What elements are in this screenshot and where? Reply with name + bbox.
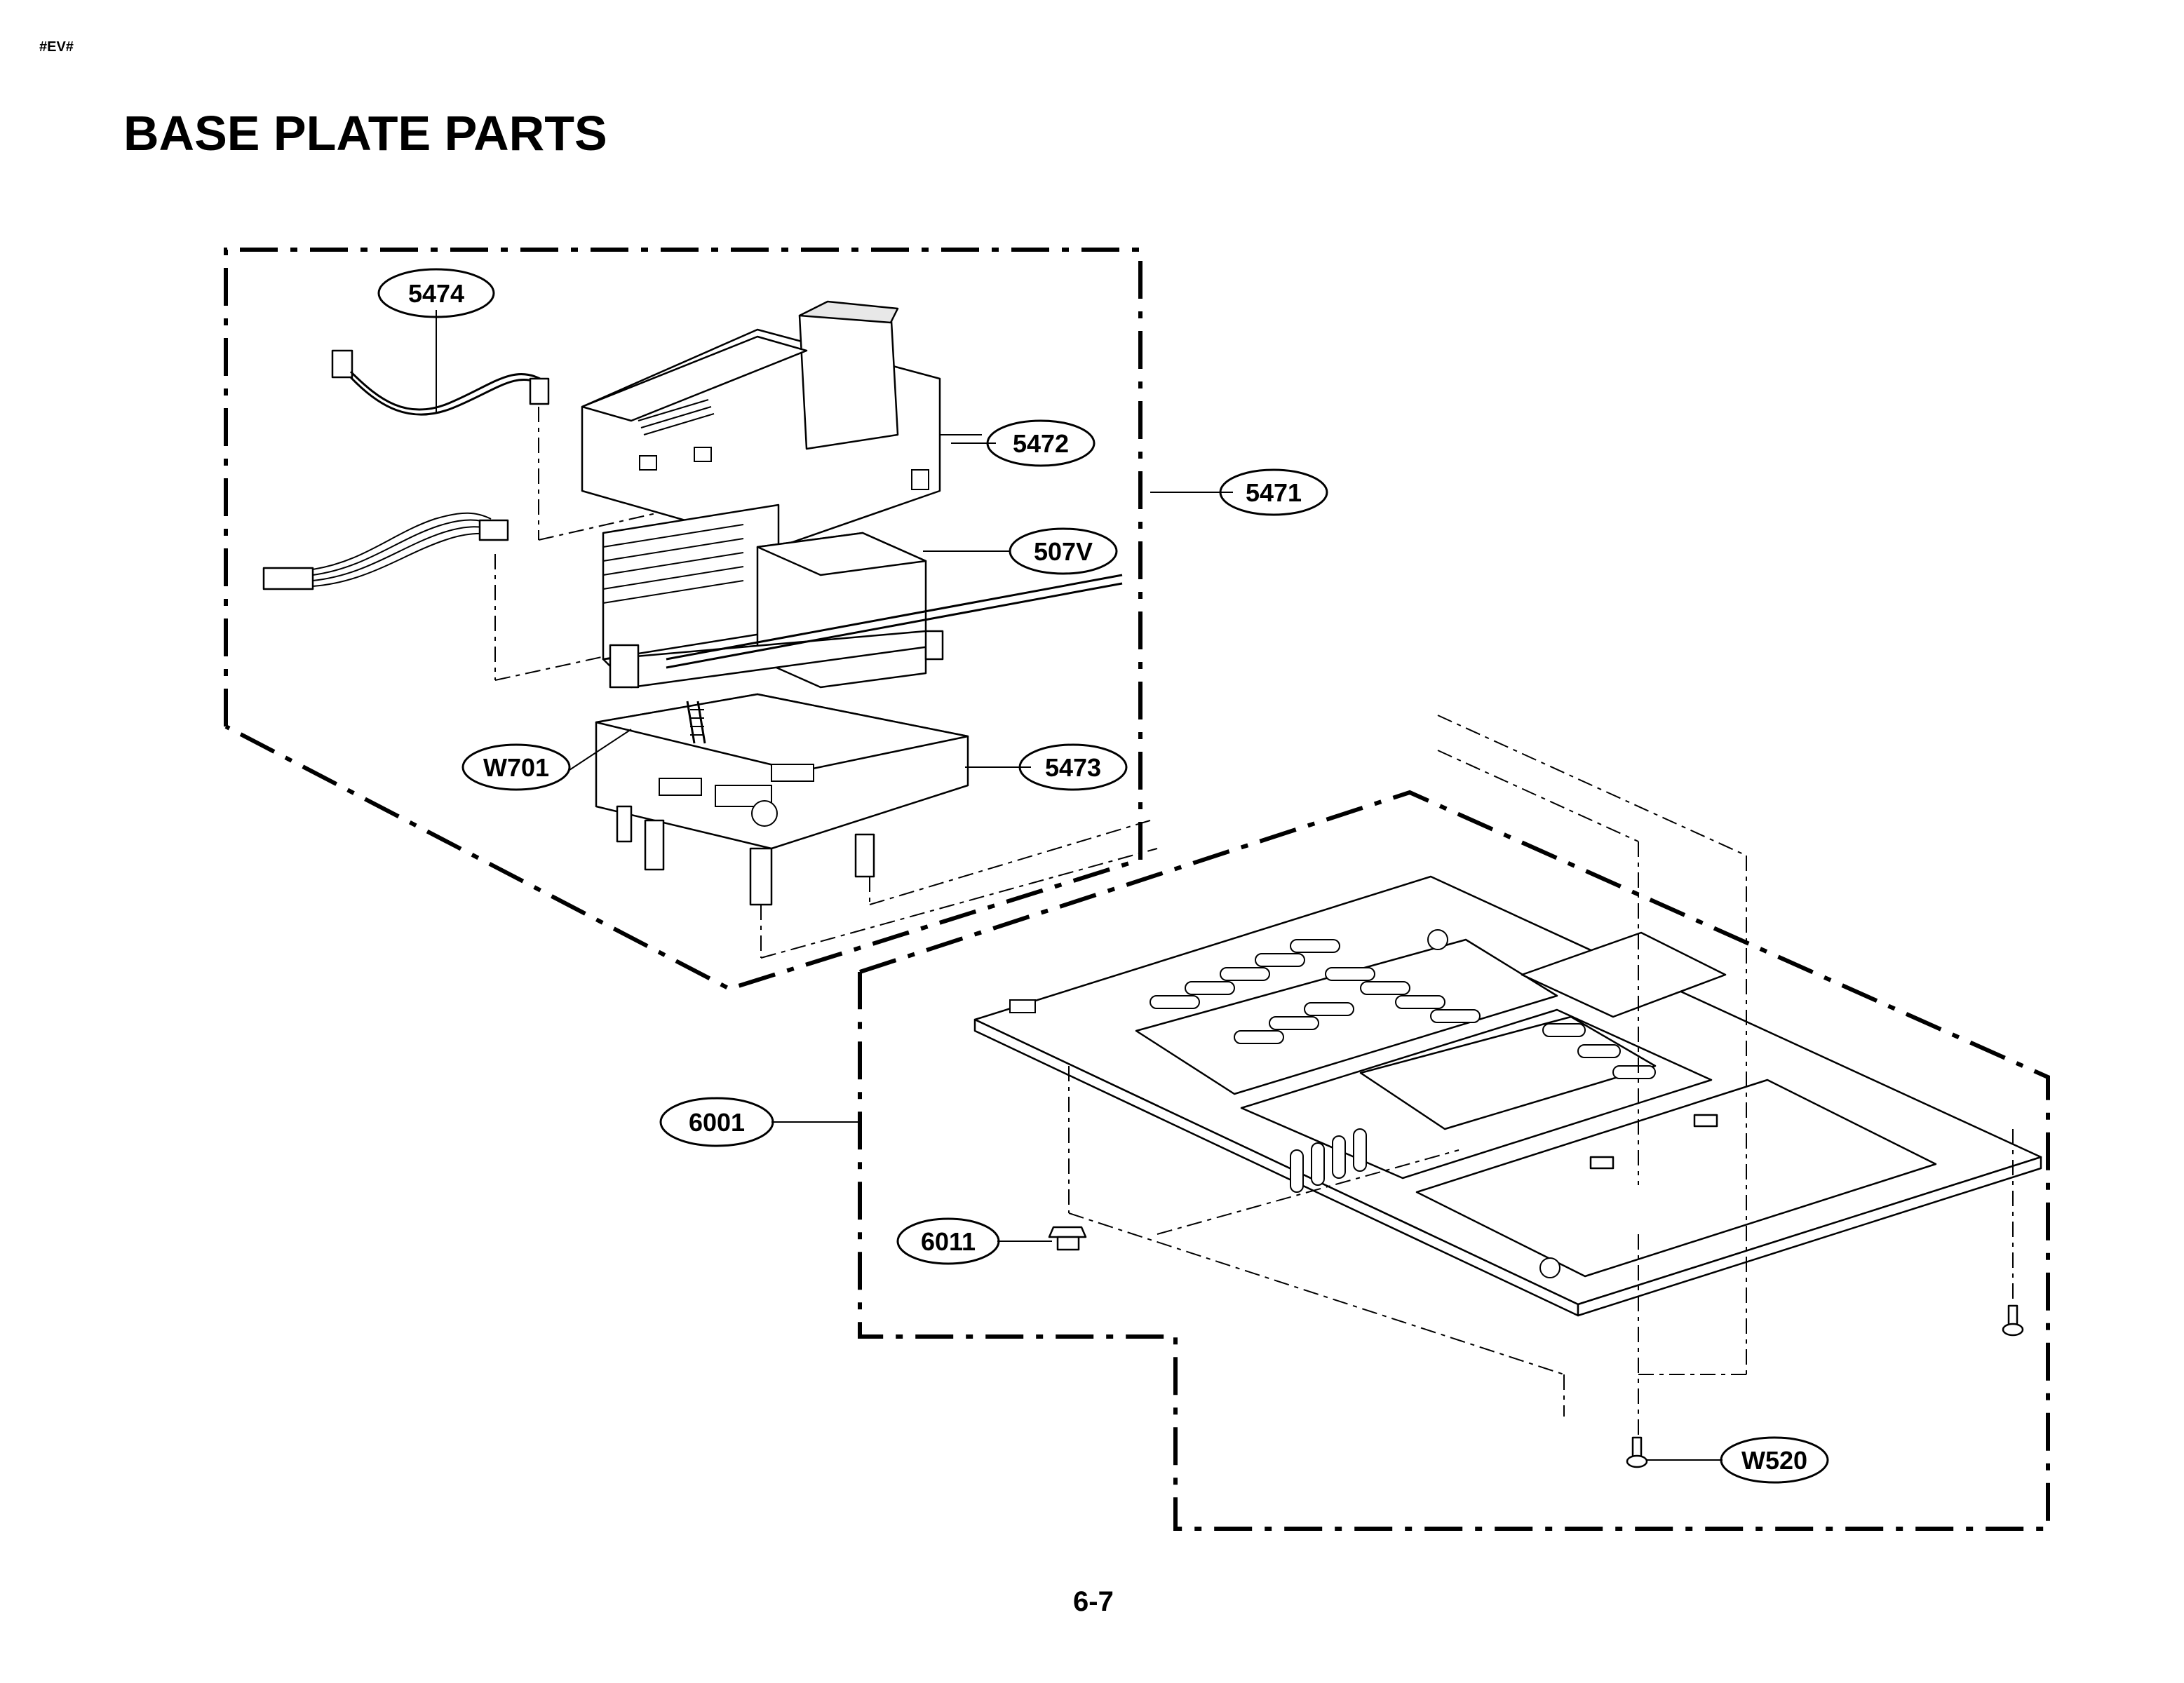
upper-assembly-boundary (224, 248, 1142, 992)
callout-5472: 5472 (986, 419, 1096, 467)
wire-harness-5474 (331, 349, 786, 541)
vent-slots (1150, 939, 1656, 1193)
svg-text:5474: 5474 (408, 279, 464, 308)
transformer-507V (602, 503, 1123, 689)
page-title: BASE PLATE PARTS (123, 106, 607, 161)
svg-text:5471: 5471 (1246, 478, 1302, 507)
svg-text:5473: 5473 (1045, 753, 1101, 782)
svg-text:5472: 5472 (1013, 429, 1069, 458)
callout-507V: 507V (1009, 527, 1118, 575)
leader-W701 (569, 729, 632, 771)
ribbon-cable (262, 512, 625, 681)
svg-text:6011: 6011 (921, 1227, 976, 1256)
document-tag: #EV# (39, 39, 74, 55)
bracket-5473 (595, 693, 1158, 959)
callout-5474: 5474 (377, 268, 495, 318)
callout-6011: 6011 (896, 1217, 1000, 1265)
foot-6011 (1048, 1226, 1087, 1251)
callout-W520: W520 (1720, 1436, 1829, 1484)
svg-text:W520: W520 (1741, 1446, 1807, 1475)
callout-5471: 5471 (1219, 468, 1328, 516)
callout-6001: 6001 (659, 1097, 774, 1147)
svg-text:W701: W701 (483, 753, 549, 782)
svg-text:6001: 6001 (689, 1108, 745, 1137)
page-number: 6-7 (1073, 1586, 1114, 1617)
bracket-cover-5472 (581, 300, 982, 548)
callout-5473: 5473 (1018, 743, 1128, 791)
base-plate-6001 (973, 715, 2042, 1438)
callout-W701: W701 (461, 743, 571, 791)
svg-text:507V: 507V (1034, 537, 1093, 566)
screw-W520 (1626, 1304, 2024, 1468)
